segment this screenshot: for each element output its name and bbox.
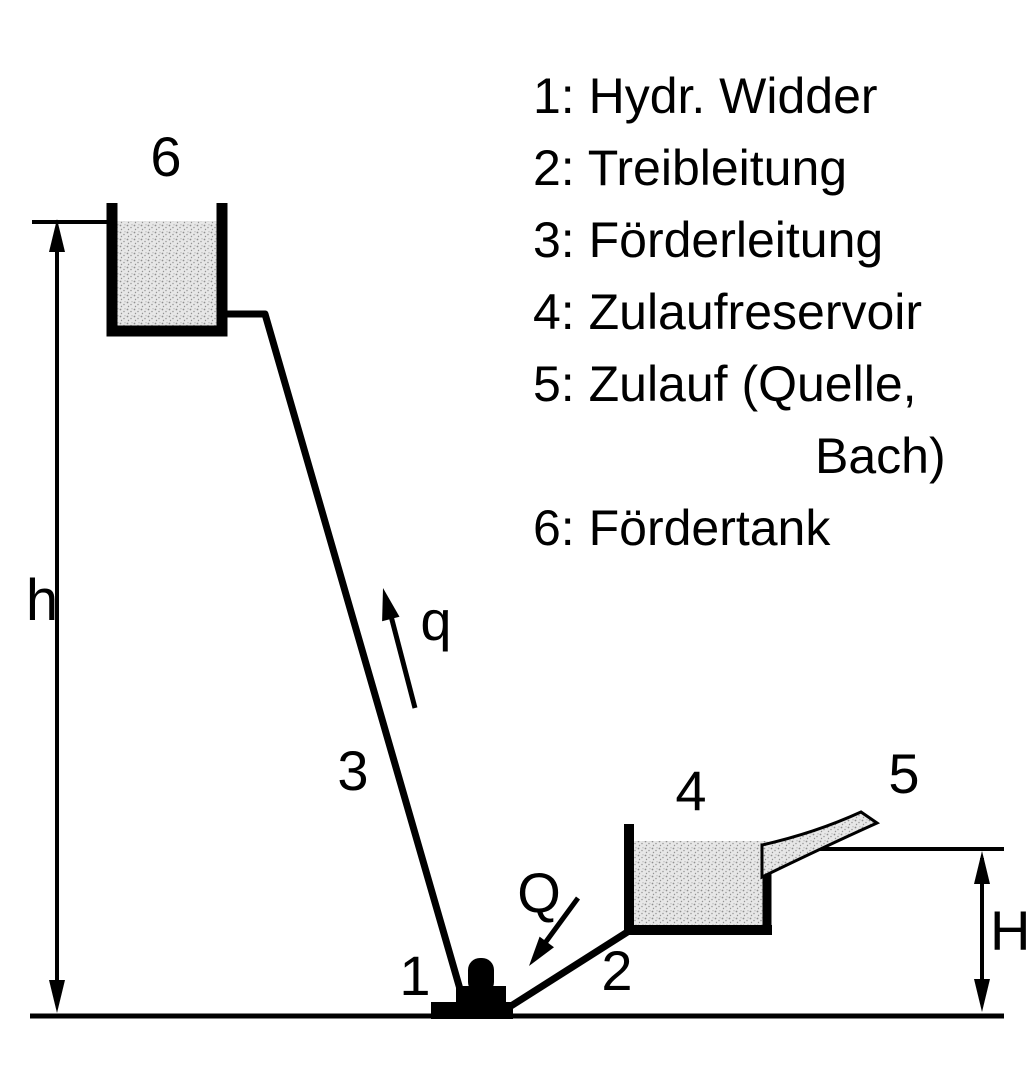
label-pipe2: 2 bbox=[601, 939, 632, 1002]
delivery-pipe bbox=[218, 310, 466, 997]
q-arrow-shaft bbox=[388, 615, 418, 709]
label-Q: Q bbox=[517, 861, 561, 924]
label-tank6: 6 bbox=[150, 125, 181, 188]
legend-item-2: 2: Treibleitung bbox=[533, 140, 848, 196]
legend-item-5: 5: Zulauf (Quelle, bbox=[533, 356, 917, 412]
legend: 1: Hydr. Widder 2: Treibleitung 3: Förde… bbox=[533, 60, 946, 564]
tank6-water bbox=[117, 221, 217, 327]
Q-arrow-shaft bbox=[542, 896, 581, 945]
ram-base bbox=[431, 1002, 513, 1019]
H-arrow-up-icon bbox=[974, 851, 990, 884]
label-ram1: 1 bbox=[399, 944, 430, 1007]
legend-item-5-continued: Bach) bbox=[815, 428, 946, 484]
label-reservoir4: 4 bbox=[675, 759, 706, 822]
label-H: H bbox=[990, 899, 1030, 962]
legend-item-4: 4: Zulaufreservoir bbox=[533, 284, 923, 340]
h-arrow-up-icon bbox=[49, 219, 65, 252]
inflow-stream bbox=[760, 810, 881, 880]
ram-body bbox=[456, 986, 506, 1004]
legend-item-6: 6: Fördertank bbox=[533, 500, 831, 556]
tank6-walls bbox=[106, 203, 228, 337]
label-inflow5: 5 bbox=[888, 742, 919, 805]
reservoir-water bbox=[634, 841, 768, 930]
h-arrow-down-icon bbox=[49, 980, 65, 1013]
hydraulic-ram bbox=[431, 958, 513, 1019]
label-h: h bbox=[26, 568, 58, 633]
legend-item-3: 3: Förderleitung bbox=[533, 212, 884, 268]
label-pipe3: 3 bbox=[337, 739, 368, 802]
ram-dome bbox=[468, 958, 494, 994]
q-arrow-head-icon bbox=[382, 588, 400, 622]
label-q: q bbox=[420, 589, 451, 652]
drive-pipe bbox=[498, 928, 631, 1016]
legend-item-1: 1: Hydr. Widder bbox=[533, 68, 878, 124]
H-arrow-down-icon bbox=[974, 979, 990, 1012]
Q-arrow-head-icon bbox=[529, 936, 554, 966]
